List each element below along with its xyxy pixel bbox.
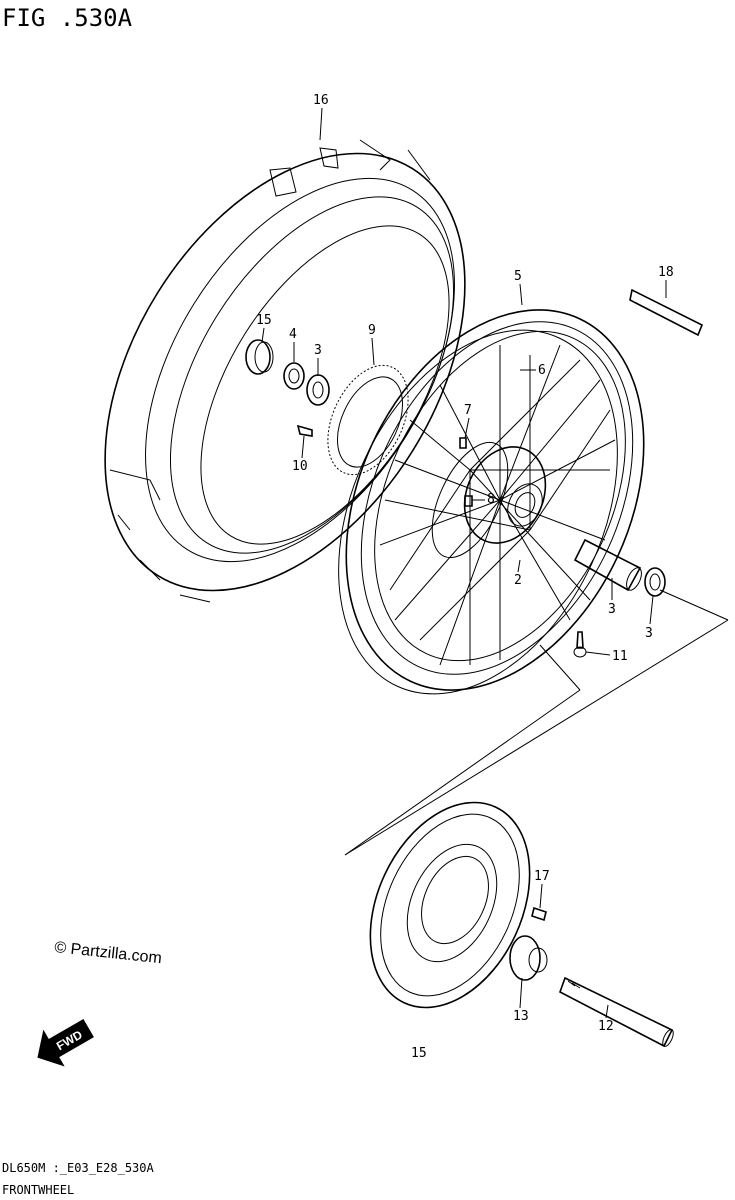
callout-1: 2 <box>514 573 522 588</box>
brake-disc <box>369 801 531 1009</box>
callout-2: 3 <box>608 602 616 617</box>
callout-10: 10 <box>292 459 308 474</box>
oil-seal <box>283 362 305 390</box>
bearing-right <box>644 567 666 597</box>
spacer <box>509 935 548 981</box>
callout-7: 7 <box>464 403 472 418</box>
balance-weights <box>629 288 704 337</box>
hub <box>431 441 547 559</box>
axle <box>559 976 674 1048</box>
assembly-box <box>344 589 729 856</box>
valve <box>573 631 587 658</box>
callout-15: 15 <box>411 1046 427 1061</box>
figure-title: FIG .530A <box>2 4 133 32</box>
figure-caption: FRONTWHEEL <box>2 1183 74 1197</box>
callouts: 16 5 18 15 4 3 9 6 7 8 10 2 3 3 11 17 13 <box>256 93 674 1061</box>
callout-11: 11 <box>612 649 628 664</box>
callout-9: 9 <box>368 323 376 338</box>
callout-3-left: 3 <box>314 343 322 358</box>
sensor-ring <box>327 364 409 476</box>
callout-17: 16 <box>313 93 329 108</box>
figure-code: DL650M :_E03_E28_530A <box>2 1161 154 1175</box>
callout-5: 5 <box>514 269 522 284</box>
callout-14: 15 <box>256 313 272 328</box>
bearing-left <box>306 374 330 406</box>
callout-4: 4 <box>289 327 297 342</box>
callout-16: 17 <box>534 869 550 884</box>
bolt-8 <box>464 495 473 507</box>
callout-12: 12 <box>598 1019 614 1034</box>
disc-bolt <box>531 906 547 922</box>
callout-3-right: 3 <box>645 626 653 641</box>
bolt-10 <box>296 424 313 437</box>
fwd-arrow: FWD <box>37 1018 94 1067</box>
bolt-7 <box>459 437 467 449</box>
watermark: © Partzilla.com <box>54 939 163 967</box>
collar <box>245 339 274 375</box>
callout-18: 18 <box>658 265 674 280</box>
axle-spacer <box>573 538 642 592</box>
spokes <box>379 344 616 666</box>
callout-13: 13 <box>513 1009 529 1024</box>
callout-6: 6 <box>538 363 546 378</box>
callout-8: 8 <box>487 492 495 507</box>
